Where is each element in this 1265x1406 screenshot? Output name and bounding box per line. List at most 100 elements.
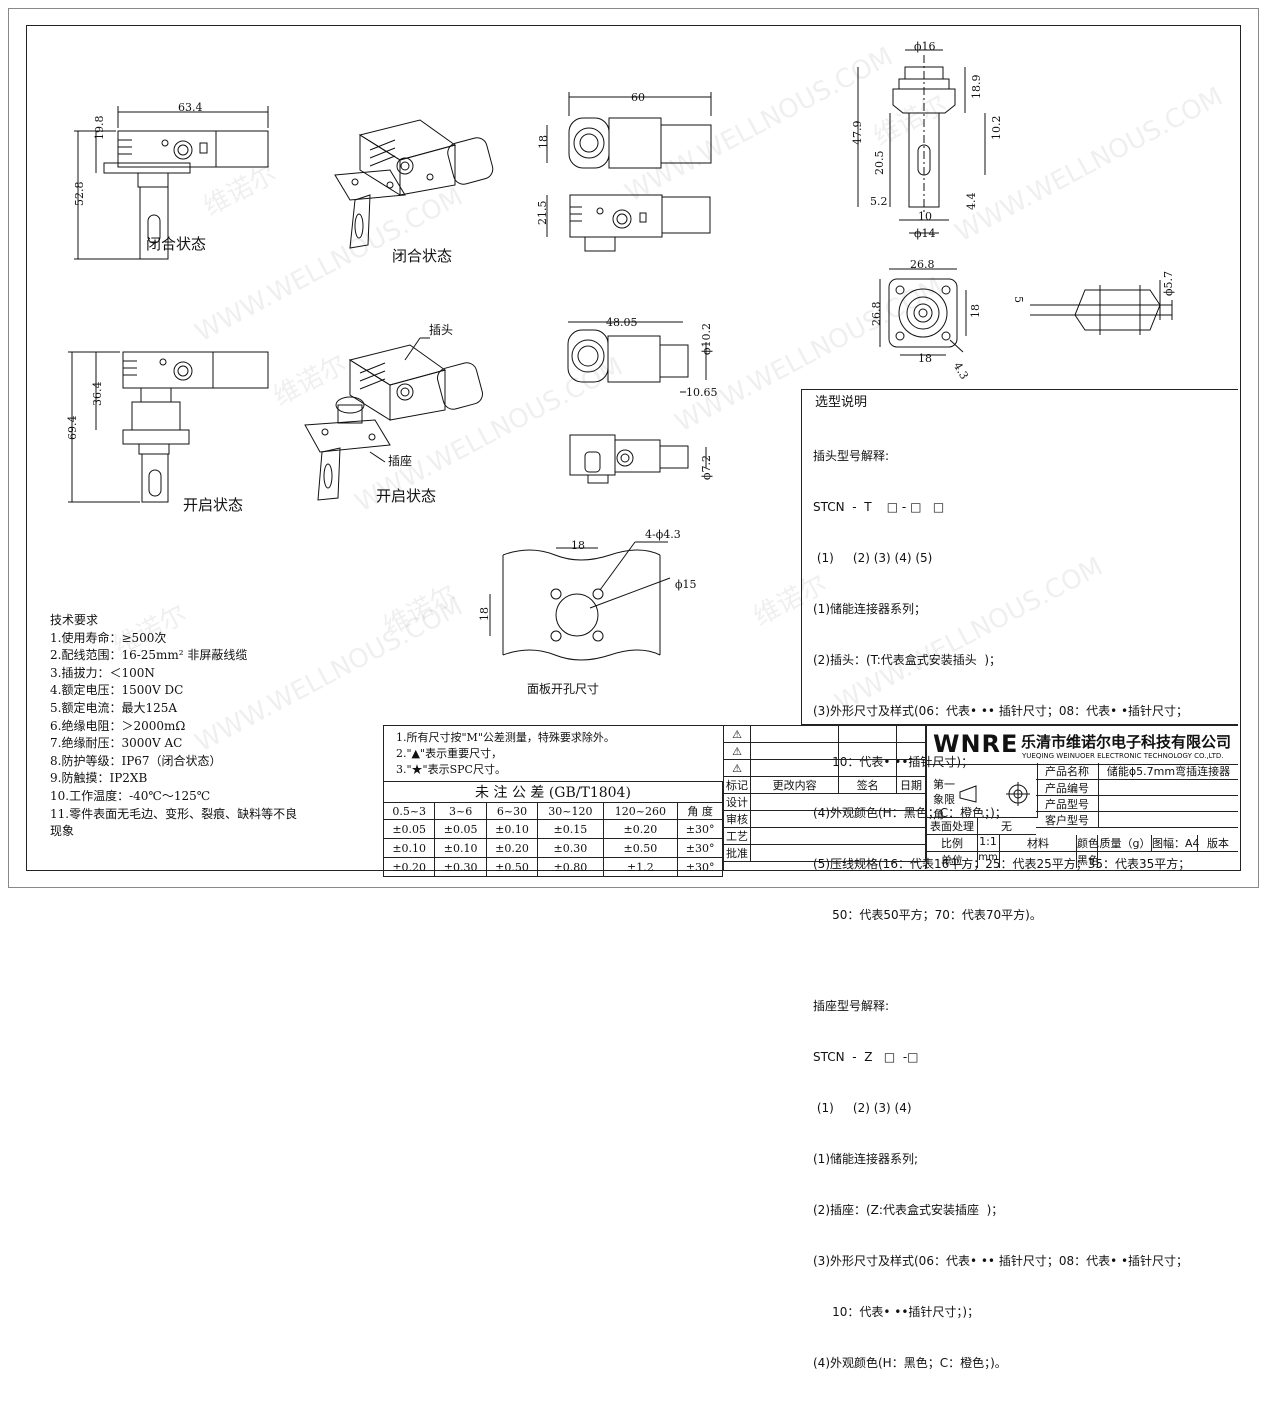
selection-line: (1)储能连接器系列； — [813, 602, 926, 616]
technical-drawing — [68, 49, 1173, 806]
note-line: 3."★"表示SPC尺寸。 — [396, 763, 506, 776]
tech-item: 6.绝缘电阻：＞2000mΩ — [50, 718, 186, 733]
selection-line: (3)外形尺寸及样式(06：代表• •• 插针尺寸；08：代表• •插针尺寸； — [813, 1254, 1189, 1268]
tolerance-header: 120~260 — [602, 802, 679, 820]
tolerance-header: 6~30 — [485, 802, 539, 820]
selection-line: (1) (2) (3) (4) — [813, 1101, 912, 1115]
role-approve: 批准 — [723, 844, 751, 862]
tolerance-header: 3~6 — [434, 802, 487, 820]
dim-phi15: ϕ15 — [675, 578, 697, 591]
company-logo: WNRE — [933, 730, 1019, 758]
tolerance-cell: ±30° — [677, 838, 723, 858]
company-name-cn: 乐清市维诺尔电子科技有限公司 — [1021, 733, 1232, 751]
unit-label: 单位 — [926, 852, 978, 868]
dim-36-4: 36.4 — [91, 381, 104, 407]
general-notes: 1.所有尺寸按"M"公差测量，特殊要求除外。 2."▲"表示重要尺寸， 3."★… — [396, 730, 615, 778]
revision-header: 日期 — [896, 776, 926, 794]
title-block: 第一象限角 产品名称 储能ϕ5.7mm弯插连接器 产品编号 产品型号 表面处理 … — [926, 763, 1238, 869]
dim-5: 5 — [1012, 296, 1025, 303]
tolerance-header: 30~120 — [537, 802, 604, 820]
warning-icon: ⚠ — [723, 742, 751, 760]
first-angle-label: 第一象限角 — [933, 778, 955, 821]
dim-phi16: ϕ16 — [914, 40, 936, 53]
sheet-label: 图幅：A4 — [1151, 835, 1200, 852]
tolerance-cell: ±0.30 — [434, 857, 487, 877]
warning-icon: ⚠ — [723, 759, 751, 777]
selection-line — [813, 958, 1190, 964]
role-review: 审核 — [723, 810, 751, 828]
label-socket: 插座 — [388, 454, 413, 468]
tolerance-cell: ±1.2 — [602, 857, 679, 877]
tolerance-cell: ±0.05 — [382, 819, 436, 839]
weight-label: 质量（g） — [1097, 835, 1152, 852]
caption-panel-cutout: 面板开孔尺寸 — [527, 682, 600, 696]
dim-phi10-2: ϕ10.2 — [700, 323, 713, 355]
scale-label: 比例 — [926, 835, 978, 852]
selection-line: STCN - T □ - □ □ — [813, 500, 945, 514]
selection-line: (2)插座：(Z:代表盒式安装插座 )； — [813, 1203, 1004, 1217]
dim-18-right: 18 — [969, 304, 982, 318]
dim-47-9: 47.9 — [851, 120, 864, 146]
tech-item: 3.插拔力：＜100N — [50, 665, 155, 680]
tolerance-row: ±0.20 ±0.30 ±0.50 ±0.80 ±1.2 ±30° — [382, 857, 723, 877]
selection-line: (3)外形尺寸及样式(06：代表• •• 插针尺寸；08：代表• •插针尺寸； — [813, 704, 1189, 718]
tolerance-table: 未 注 公 差 (GB/T1804) 0.5~3 3~6 6~30 30~120… — [382, 781, 723, 877]
dim-phi5-7: ϕ5.7 — [1162, 271, 1175, 296]
projection-cell: 第一象限角 — [926, 763, 1038, 821]
product-model-value — [1098, 796, 1238, 812]
selection-line: (1) (2) (3) (4) (5) — [813, 551, 933, 565]
top-view — [546, 194, 711, 252]
caption-open-2: 开启状态 — [376, 487, 437, 505]
surface-value: 无 — [977, 818, 1036, 835]
tech-item: 1.使用寿命：≥500次 — [50, 630, 167, 645]
product-model-label: 产品型号 — [1036, 796, 1098, 812]
dim-18-9: 18.9 — [970, 74, 983, 100]
dim-60: 60 — [631, 91, 645, 104]
dim-18-panel-h: 18 — [571, 539, 585, 552]
revision-header: 签名 — [838, 776, 898, 794]
warning-icon: ⚠ — [723, 725, 751, 743]
open-isometric-view — [304, 337, 484, 501]
sheet-outer-border — [8, 8, 1259, 888]
tolerance-row: ±0.05 ±0.05 ±0.10 ±0.15 ±0.20 ±30° — [382, 819, 723, 839]
dim-10-2: 10.2 — [990, 115, 1003, 141]
side-profile-view — [857, 49, 986, 234]
color-label: 颜色 — [1076, 835, 1099, 852]
dim-20-5: 20.5 — [873, 150, 886, 176]
tech-item: 7.绝缘耐压：3000V AC — [50, 736, 183, 751]
label-plug: 插头 — [429, 323, 454, 337]
revision-table: ⚠ ⚠ ⚠ 标记 更改内容 签名 日期 设计 审核 工艺 批准 — [723, 725, 926, 862]
dim-21-5: 21.5 — [536, 200, 549, 226]
role-design: 设计 — [723, 793, 751, 811]
tech-item: 4.额定电压：1500V DC — [50, 683, 184, 698]
selection-line: 插座型号解释: — [813, 999, 890, 1013]
tech-item: 2.配线范围：16-25mm² 非屏蔽线缆 — [50, 648, 248, 663]
surface-label: 表面处理 — [926, 818, 978, 835]
color-value: 黑色 — [1076, 852, 1099, 868]
customer-model-label: 客户型号 — [1036, 812, 1098, 828]
selection-line: (1)储能连接器系列; — [813, 1152, 919, 1166]
tolerance-cell: ±0.10 — [485, 819, 539, 839]
note-line: 2."▲"表示重要尺寸， — [396, 747, 503, 760]
dim-18: 18 — [537, 135, 550, 149]
role-process: 工艺 — [723, 827, 751, 845]
tech-item: 5.额定电流：最大125A — [50, 700, 178, 715]
dim-18-panel-v: 18 — [478, 607, 491, 621]
dim-63-4: 63.4 — [178, 101, 203, 114]
product-name-label: 产品名称 — [1036, 763, 1098, 780]
note-line: 1.所有尺寸按"M"公差测量，特殊要求除外。 — [396, 731, 615, 744]
tolerance-cell: ±0.10 — [382, 838, 436, 858]
tolerance-header: 0.5~3 — [382, 802, 436, 820]
tolerance-row: ±0.10 ±0.10 ±0.20 ±0.30 ±0.50 ±30° — [382, 838, 723, 858]
tolerance-cell: ±0.10 — [434, 838, 487, 858]
tolerance-cell: ±0.20 — [382, 857, 436, 877]
tolerance-title: 未 注 公 差 (GB/T1804) — [383, 781, 723, 803]
tolerance-cell: ±0.50 — [485, 857, 539, 877]
selection-line: 50：代表50平方；70：代表70平方)。 — [813, 908, 1042, 922]
caption-open-1: 开启状态 — [183, 496, 244, 514]
product-no-value — [1098, 780, 1238, 796]
dim-26-8-left: 26.8 — [870, 301, 883, 327]
plug-front-view — [567, 321, 707, 393]
first-angle-projection-icon — [959, 782, 1030, 806]
tolerance-cell: ±0.20 — [602, 819, 679, 839]
